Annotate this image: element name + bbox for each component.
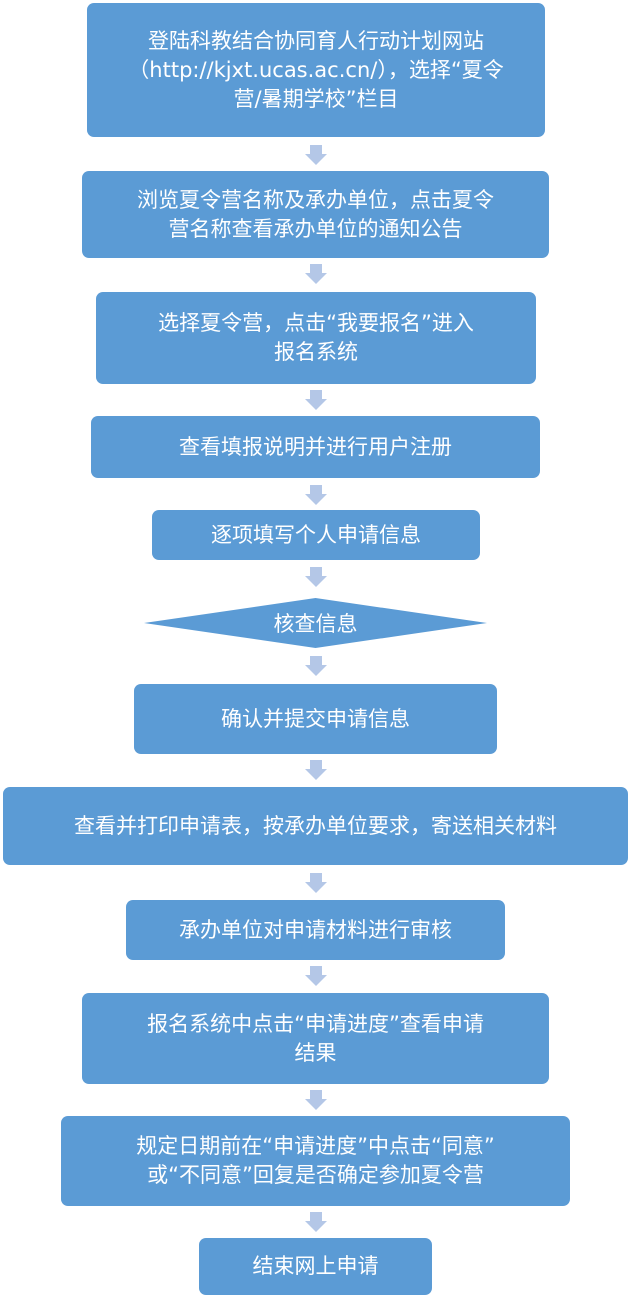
- step-line: 承办单位对申请材料进行审核: [179, 917, 452, 942]
- step-login-website: 登陆科教结合协同育人行动计划网站 （http://kjxt.ucas.ac.cn…: [87, 3, 545, 137]
- step-line: 逐项填写个人申请信息: [211, 522, 421, 547]
- step-print-send-materials: 查看并打印申请表，按承办单位要求，寄送相关材料: [3, 787, 628, 865]
- down-arrow-icon: [305, 390, 327, 410]
- step-line: 结束网上申请: [252, 1254, 379, 1278]
- step-line: 核查信息: [273, 612, 358, 636]
- step-line: 查看填报说明并进行用户注册: [179, 434, 452, 459]
- step-check-progress: 报名系统中点击“申请进度”查看申请 结果: [82, 993, 549, 1084]
- step-line: 结果: [294, 1040, 337, 1065]
- step-browse-camps: 浏览夏令营名称及承办单位，点击夏令 营名称查看承办单位的通知公告: [82, 171, 549, 258]
- down-arrow-icon: [305, 1090, 327, 1110]
- step-line: 或“不同意”回复是否确定参加夏令营: [147, 1163, 484, 1187]
- step-line: 登陆科教结合协同育人行动计划网站: [148, 28, 484, 53]
- step-reply-attendance: 规定日期前在“申请进度”中点击“同意” 或“不同意”回复是否确定参加夏令营: [61, 1116, 570, 1206]
- step-line: 报名系统中点击“申请进度”查看申请: [147, 1011, 484, 1036]
- down-arrow-icon: [305, 966, 327, 986]
- step-line: 选择夏令营，点击“我要报名”进入: [158, 311, 474, 335]
- down-arrow-icon: [305, 760, 327, 780]
- step-end-application: 结束网上申请: [199, 1238, 432, 1295]
- step-fill-application: 逐项填写个人申请信息: [152, 510, 480, 560]
- step-line: 确认并提交申请信息: [221, 706, 410, 731]
- step-confirm-submit: 确认并提交申请信息: [134, 684, 497, 754]
- step-line: 浏览夏令营名称及承办单位，点击夏令: [137, 187, 494, 212]
- down-arrow-icon: [305, 264, 327, 284]
- step-host-review: 承办单位对申请材料进行审核: [126, 900, 505, 960]
- step-line: 查看并打印申请表，按承办单位要求，寄送相关材料: [74, 813, 557, 838]
- down-arrow-icon: [305, 485, 327, 505]
- step-line: 报名系统: [273, 340, 358, 364]
- down-arrow-icon: [305, 656, 327, 676]
- step-line: 营/暑期学校”栏目: [233, 86, 399, 111]
- step-line: 规定日期前在“申请进度”中点击“同意”: [136, 1134, 495, 1158]
- step-register-user: 查看填报说明并进行用户注册: [91, 416, 540, 478]
- step-line: （http://kjxt.ucas.ac.cn/），选择“夏令: [128, 57, 504, 82]
- down-arrow-icon: [305, 1212, 327, 1232]
- step-select-camp: 选择夏令营，点击“我要报名”进入 报名系统: [96, 292, 536, 384]
- down-arrow-icon: [305, 145, 327, 165]
- decision-label: 核查信息: [144, 598, 487, 648]
- step-line: 营名称查看承办单位的通知公告: [168, 216, 463, 241]
- decision-diamond: [144, 598, 487, 648]
- down-arrow-icon: [305, 567, 327, 587]
- down-arrow-icon: [305, 873, 327, 893]
